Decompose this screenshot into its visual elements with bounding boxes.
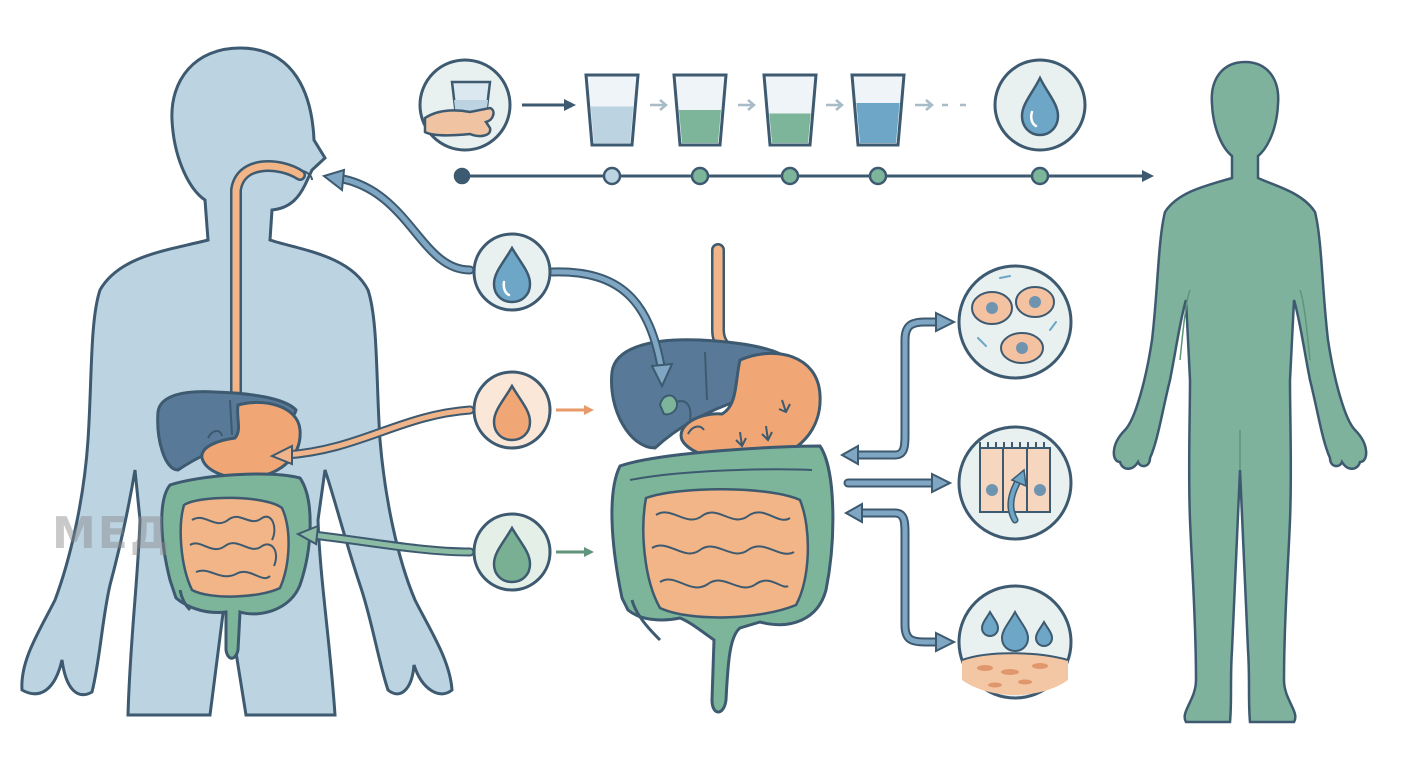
skin-hydration-icon: [961, 609, 1069, 695]
left-human-figure: [20, 46, 454, 717]
watermark-text: МЕД: [52, 508, 172, 559]
water-drop-green-icon: [492, 525, 532, 584]
right-human-figure: [1112, 60, 1368, 724]
arrow-blue-to-mouth: [333, 173, 475, 275]
arrow-to-cells: [845, 317, 945, 460]
drop-circle-green: [472, 512, 552, 592]
skin-detail-circle: [957, 584, 1073, 700]
timeline-node-5: [868, 166, 888, 186]
drop-circle-orange: [472, 370, 552, 450]
hydration-timeline: [418, 58, 1154, 186]
cells-detail-circle: [957, 264, 1073, 380]
right-body-silhouette: [1112, 60, 1368, 724]
water-drop-orange-icon: [492, 383, 532, 442]
drop-circle-blue: [472, 232, 552, 312]
glass-icon-2: [672, 73, 728, 147]
glass-water-level: [856, 103, 900, 143]
timeline-node-6: [1030, 166, 1050, 186]
center-digestive-system: [610, 243, 835, 714]
glass-water-level: [769, 113, 811, 143]
glass-icon-1: [584, 73, 640, 147]
glass-water-level: [590, 106, 634, 143]
center-small-intestine: [642, 487, 810, 619]
glass-water-level: [679, 110, 721, 143]
arrow-to-skin: [853, 508, 945, 647]
epithelium-absorption-icon: [979, 442, 1051, 524]
cells-icon: [971, 275, 1057, 364]
flow-arrows: [269, 168, 957, 653]
timeline-node-4: [780, 166, 800, 186]
glass-icon-3: [762, 73, 818, 147]
timeline-node-3: [690, 166, 710, 186]
timeline-node-2: [602, 166, 622, 186]
hand-holding-glass-icon: [423, 80, 495, 138]
epithelium-detail-circle: [957, 425, 1073, 541]
timeline-node-1: [453, 167, 471, 185]
glass-icon-4: [850, 73, 906, 147]
